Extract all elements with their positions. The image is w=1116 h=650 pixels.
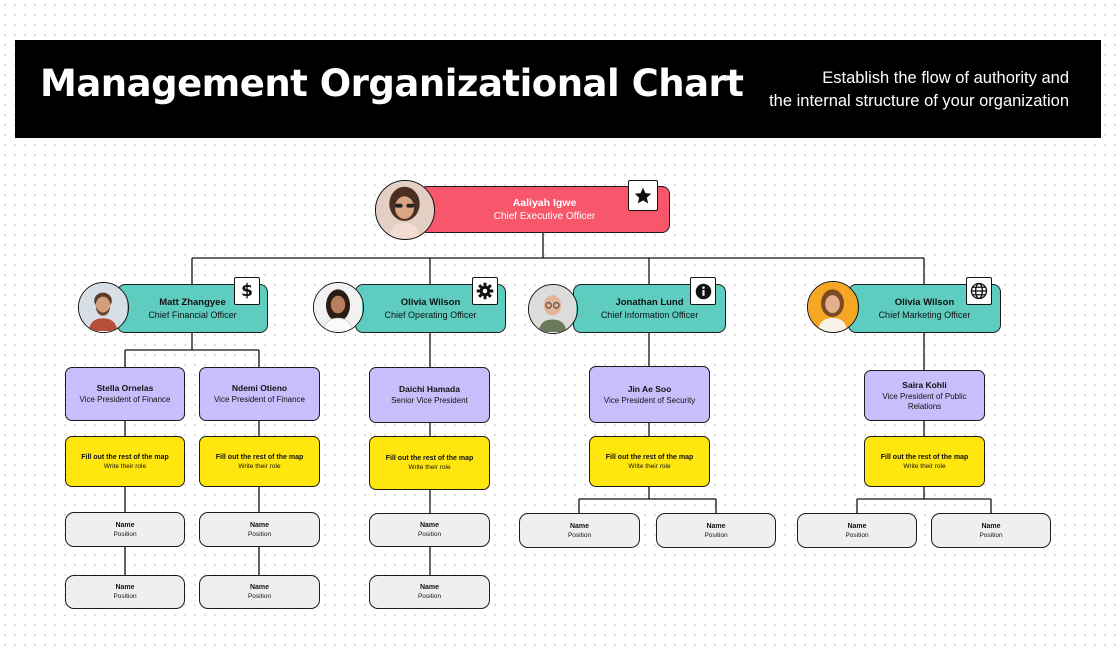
vp-role: Vice President of Public Relations	[865, 392, 984, 412]
vp-name: Jin Ae Soo	[628, 384, 672, 394]
cfo-name: Matt Zhangyee	[159, 297, 226, 308]
placeholder-subtitle: Write their role	[408, 464, 450, 471]
staff-name: Name	[115, 522, 134, 529]
vp-card-jin[interactable]: Jin Ae Soo Vice President of Security	[589, 366, 710, 423]
placeholder-subtitle: Write their role	[104, 463, 146, 470]
vp-name: Ndemi Otieno	[232, 383, 287, 393]
ceo-name: Aaliyah Igwe	[513, 197, 577, 209]
vp-card-daichi[interactable]: Daichi Hamada Senior Vice President	[369, 367, 490, 423]
vp-card-ndemi[interactable]: Ndemi Otieno Vice President of Finance	[199, 367, 320, 421]
vp-card-stella[interactable]: Stella Ornelas Vice President of Finance	[65, 367, 185, 421]
ceo-avatar	[375, 180, 435, 240]
staff-card[interactable]: Name Position	[369, 575, 490, 609]
cio-avatar	[528, 284, 578, 334]
vp-card-saira[interactable]: Saira Kohli Vice President of Public Rel…	[864, 370, 985, 421]
placeholder-card[interactable]: Fill out the rest of the map Write their…	[65, 436, 185, 487]
placeholder-title: Fill out the rest of the map	[386, 455, 474, 462]
placeholder-subtitle: Write their role	[903, 463, 945, 470]
placeholder-title: Fill out the rest of the map	[881, 454, 969, 461]
staff-position: Position	[113, 593, 136, 600]
staff-card[interactable]: Name Position	[369, 513, 490, 547]
cmo-avatar	[807, 281, 859, 333]
staff-position: Position	[248, 593, 271, 600]
placeholder-card[interactable]: Fill out the rest of the map Write their…	[369, 436, 490, 490]
vp-role: Vice President of Finance	[69, 395, 180, 405]
placeholder-title: Fill out the rest of the map	[216, 454, 304, 461]
staff-name: Name	[420, 584, 439, 591]
staff-card[interactable]: Name Position	[199, 575, 320, 609]
placeholder-card[interactable]: Fill out the rest of the map Write their…	[199, 436, 320, 487]
staff-card[interactable]: Name Position	[656, 513, 776, 548]
staff-name: Name	[250, 584, 269, 591]
ceo-role: Chief Executive Officer	[494, 211, 596, 222]
placeholder-title: Fill out the rest of the map	[81, 454, 169, 461]
info-icon	[690, 277, 716, 305]
staff-card[interactable]: Name Position	[65, 512, 185, 547]
vp-name: Saira Kohli	[902, 380, 946, 390]
staff-card[interactable]: Name Position	[65, 575, 185, 609]
star-icon	[628, 180, 658, 211]
staff-card[interactable]: Name Position	[199, 512, 320, 547]
vp-role: Vice President of Security	[594, 396, 705, 406]
staff-name: Name	[847, 523, 866, 530]
staff-card[interactable]: Name Position	[797, 513, 917, 548]
staff-position: Position	[113, 531, 136, 538]
staff-position: Position	[704, 532, 727, 539]
coo-name: Olivia Wilson	[401, 297, 461, 308]
cmo-role: Chief Marketing Officer	[879, 310, 971, 320]
cio-name: Jonathan Lund	[615, 297, 683, 308]
cfo-avatar	[78, 282, 129, 333]
staff-position: Position	[418, 531, 441, 538]
cfo-role: Chief Financial Officer	[148, 310, 236, 320]
cio-role: Chief Information Officer	[601, 310, 698, 320]
placeholder-subtitle: Write their role	[238, 463, 280, 470]
coo-role: Chief Operating Officer	[385, 310, 477, 320]
staff-position: Position	[979, 532, 1002, 539]
staff-name: Name	[250, 522, 269, 529]
staff-position: Position	[568, 532, 591, 539]
staff-name: Name	[706, 523, 725, 530]
staff-position: Position	[845, 532, 868, 539]
dollar-icon: $	[234, 277, 260, 305]
vp-name: Daichi Hamada	[399, 384, 460, 394]
vp-role: Senior Vice President	[381, 396, 478, 406]
staff-name: Name	[420, 522, 439, 529]
globe-icon	[966, 277, 992, 305]
placeholder-card[interactable]: Fill out the rest of the map Write their…	[864, 436, 985, 487]
placeholder-title: Fill out the rest of the map	[606, 454, 694, 461]
vp-role: Vice President of Finance	[204, 395, 315, 405]
coo-avatar	[313, 282, 364, 333]
staff-name: Name	[981, 523, 1000, 530]
vp-name: Stella Ornelas	[97, 383, 154, 393]
staff-position: Position	[248, 531, 271, 538]
staff-card[interactable]: Name Position	[931, 513, 1051, 548]
gear-icon	[472, 277, 498, 305]
staff-card[interactable]: Name Position	[519, 513, 640, 548]
placeholder-subtitle: Write their role	[628, 463, 670, 470]
placeholder-card[interactable]: Fill out the rest of the map Write their…	[589, 436, 710, 487]
staff-position: Position	[418, 593, 441, 600]
cmo-name: Olivia Wilson	[895, 297, 955, 308]
staff-name: Name	[570, 523, 589, 530]
staff-name: Name	[115, 584, 134, 591]
